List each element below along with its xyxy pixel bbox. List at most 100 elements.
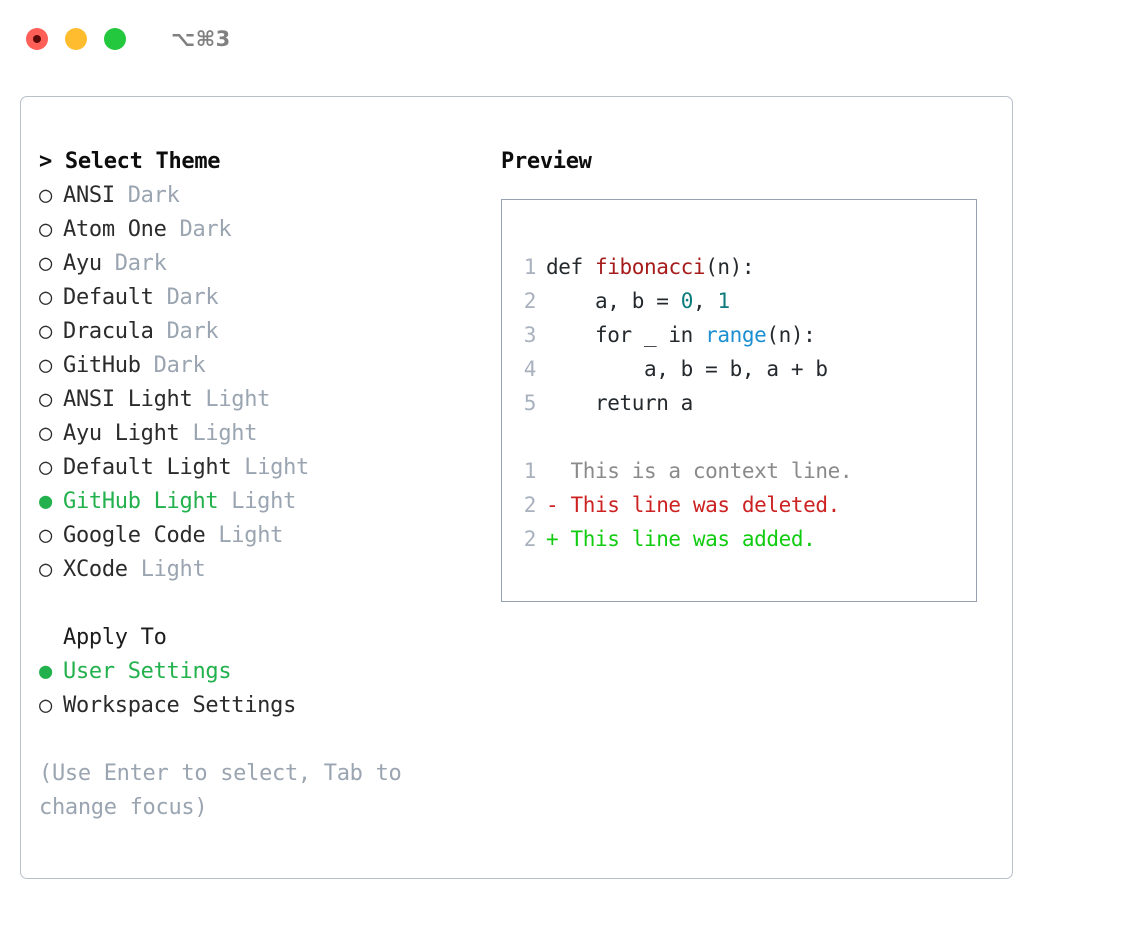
- code-token: (n):: [705, 255, 755, 279]
- label-separator: [128, 557, 141, 582]
- spacer: [39, 587, 489, 621]
- diff-line-ctx: 1 This is a context line.: [514, 454, 853, 488]
- code-line: 3 for _ in range(n):: [514, 318, 852, 352]
- theme-option-label: Ayu: [63, 251, 102, 276]
- label-separator: [154, 285, 167, 310]
- label-separator: [231, 455, 244, 480]
- apply-heading-indent: [39, 621, 63, 655]
- radio-selected-icon: ●: [39, 659, 52, 684]
- theme-option-label: Google Code: [63, 523, 206, 548]
- label-separator: [102, 251, 115, 276]
- theme-list: ○ANSI Dark○Atom One Dark○Ayu Dark○Defaul…: [39, 179, 489, 587]
- minimize-button[interactable]: [65, 28, 87, 50]
- theme-option-label: GitHub Light: [63, 489, 219, 514]
- code-line: 5 return a: [514, 386, 852, 420]
- code-token: ,: [692, 289, 718, 313]
- code-blank-line: [514, 420, 852, 454]
- theme-option-label: Atom One: [63, 217, 167, 242]
- titlebar: ⌥⌘3: [0, 0, 1140, 78]
- line-number: 5: [523, 391, 537, 415]
- theme-option-ayu-light[interactable]: ○Ayu Light Light: [39, 417, 489, 451]
- theme-option-category: Dark: [153, 353, 206, 378]
- diff-line-text: - This line was deleted.: [546, 493, 840, 517]
- theme-option-default[interactable]: ○Default Dark: [39, 281, 489, 315]
- theme-option-label: Dracula: [63, 319, 154, 344]
- theme-option-github-light[interactable]: ● GitHub Light Light: [39, 485, 489, 519]
- theme-option-label: XCode: [63, 557, 128, 582]
- theme-option-atom-one[interactable]: ○Atom One Dark: [39, 213, 489, 247]
- theme-selector-column: > Select Theme ○ANSI Dark○Atom One Dark○…: [39, 145, 489, 825]
- keyboard-hint: (Use Enter to select, Tab to change focu…: [39, 761, 402, 820]
- radio-unselected-icon: ○: [39, 387, 52, 412]
- diff-line-text: This is a context line.: [546, 459, 853, 483]
- line-number: 3: [523, 323, 537, 347]
- theme-option-xcode[interactable]: ○XCode Light: [39, 553, 489, 587]
- diff-line-del: 2 - This line was deleted.: [514, 488, 852, 522]
- traffic-light-group: [26, 28, 126, 50]
- radio-unselected-icon: ○: [39, 285, 52, 310]
- code-line: 2 a, b = 0, 1: [514, 284, 852, 318]
- apply-to-heading: Apply To: [39, 621, 489, 655]
- label-separator: [180, 421, 193, 446]
- line-number: 2: [523, 493, 537, 517]
- theme-option-label: GitHub: [63, 353, 141, 378]
- code-token: (n):: [766, 323, 816, 347]
- theme-option-category: Light: [140, 557, 206, 582]
- apply-to-list: ● User Settings ○ Workspace Settings: [39, 655, 489, 723]
- code-token: a, b =: [546, 289, 681, 313]
- line-number: 1: [523, 459, 537, 483]
- theme-option-label: Default Light: [63, 455, 232, 480]
- theme-option-ansi[interactable]: ○ANSI Dark: [39, 179, 489, 213]
- theme-option-dracula[interactable]: ○Dracula Dark: [39, 315, 489, 349]
- diff-line-add: 2+ This line was added.: [514, 522, 852, 556]
- label-separator: [154, 319, 167, 344]
- theme-option-google-code[interactable]: ○Google Code Light: [39, 519, 489, 553]
- maximize-button[interactable]: [104, 28, 126, 50]
- code-token: range: [705, 323, 767, 347]
- code-token: for _ in: [546, 323, 706, 347]
- theme-option-category: Light: [192, 421, 258, 446]
- theme-option-label: Default: [63, 285, 154, 310]
- radio-unselected-icon: ○: [39, 353, 52, 378]
- theme-option-ansi-light[interactable]: ○ ANSI Light Light: [39, 383, 489, 417]
- apply-option-workspace-settings[interactable]: ○ Workspace Settings: [39, 689, 489, 723]
- code-token: 0: [680, 289, 694, 313]
- label-separator: [218, 489, 231, 514]
- select-theme-heading: > Select Theme: [39, 149, 221, 174]
- apply-option-user-settings[interactable]: ● User Settings: [39, 655, 489, 689]
- apply-option-label: Workspace Settings: [63, 693, 297, 718]
- theme-option-category: Light: [218, 523, 284, 548]
- theme-option-label: ANSI Light: [63, 387, 193, 412]
- theme-option-category: Dark: [166, 319, 219, 344]
- theme-option-category: Light: [231, 489, 297, 514]
- theme-option-category: Light: [205, 387, 271, 412]
- label-separator: [167, 217, 180, 242]
- radio-unselected-icon: ○: [39, 693, 52, 718]
- code-token: def: [546, 255, 595, 279]
- label-separator: [205, 523, 218, 548]
- label-separator: [115, 183, 128, 208]
- radio-unselected-icon: ○: [39, 183, 52, 208]
- theme-option-label: ANSI: [63, 183, 115, 208]
- diff-line-text: + This line was added.: [546, 527, 816, 551]
- radio-selected-icon: ●: [39, 489, 52, 514]
- theme-option-category: Dark: [179, 217, 232, 242]
- line-number: 1: [523, 255, 537, 279]
- line-number: 4: [523, 357, 537, 381]
- theme-option-category: Dark: [114, 251, 167, 276]
- main-panel: > Select Theme ○ANSI Dark○Atom One Dark○…: [20, 96, 1013, 879]
- close-button[interactable]: [26, 28, 48, 50]
- code-token: 1: [717, 289, 730, 313]
- theme-option-github[interactable]: ○ GitHub Dark: [39, 349, 489, 383]
- theme-option-category: Light: [244, 455, 309, 480]
- theme-option-default-light[interactable]: ○Default Light Light: [39, 451, 489, 485]
- label-separator: [141, 353, 154, 378]
- keyboard-shortcut-label: ⌥⌘3: [171, 27, 231, 51]
- theme-option-ayu[interactable]: ○Ayu Dark: [39, 247, 489, 281]
- apply-option-label: User Settings: [63, 659, 232, 684]
- label-separator: [192, 387, 205, 412]
